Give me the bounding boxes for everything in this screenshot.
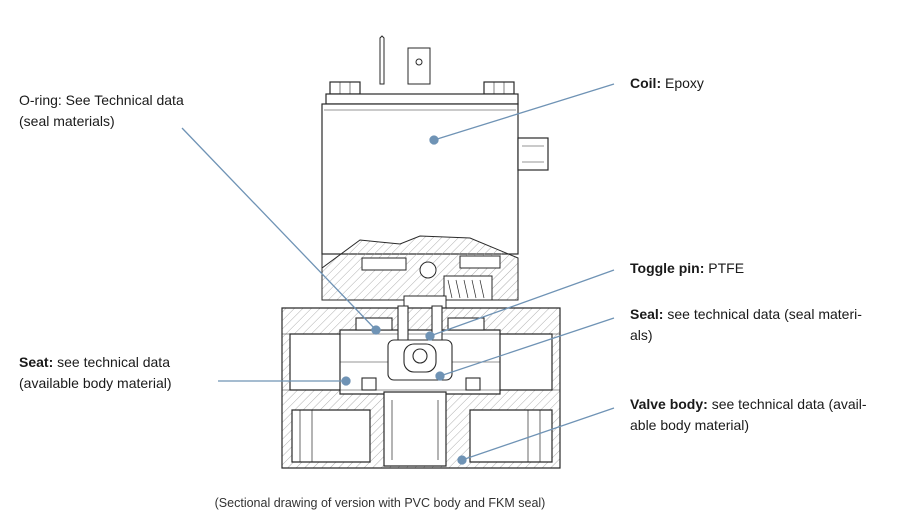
connector-terminals (379, 35, 431, 85)
label-body: Valve body: see technical data (avail- a… (630, 394, 867, 436)
label-oring-line1: O-ring: See Technical data (19, 92, 184, 108)
label-coil: Coil: Epoxy (630, 73, 704, 94)
coil-housing (321, 81, 549, 255)
label-seat-text: see technical data (57, 354, 170, 370)
label-coil-title: Coil: (630, 75, 662, 91)
label-body-title: Valve body: (630, 396, 708, 412)
leader-lines (181, 83, 615, 465)
label-oring-line2: (seal materials) (19, 113, 115, 129)
drawing-caption: (Sectional drawing of version with PVC b… (214, 496, 546, 510)
toggle-mechanism (340, 305, 500, 391)
coil-section (321, 235, 519, 309)
label-seal-title: Seal: (630, 306, 664, 322)
label-toggle: Toggle pin: PTFE (630, 258, 744, 279)
label-seat-title: Seat: (19, 354, 54, 370)
leader-seal (439, 317, 615, 377)
leader-oring (181, 127, 377, 331)
leader-body (461, 407, 615, 461)
label-seat-line2: (available body material) (19, 375, 172, 391)
label-seal: Seal: see technical data (seal materi- a… (630, 304, 862, 346)
label-toggle-text: PTFE (708, 260, 745, 276)
label-seal-text: see technical data (seal materi- (667, 306, 862, 322)
valve-body (281, 307, 561, 469)
leader-coil (433, 83, 615, 141)
label-coil-text: Epoxy (665, 75, 704, 91)
label-seal-line2: als) (630, 327, 653, 343)
label-toggle-title: Toggle pin: (630, 260, 705, 276)
label-body-line2: able body material) (630, 417, 750, 433)
label-oring: O-ring: See Technical data (seal materia… (19, 90, 184, 132)
label-body-text: see technical data (avail- (711, 396, 867, 412)
leader-toggle (429, 269, 615, 337)
label-seat: Seat: see technical data (available body… (19, 352, 172, 394)
